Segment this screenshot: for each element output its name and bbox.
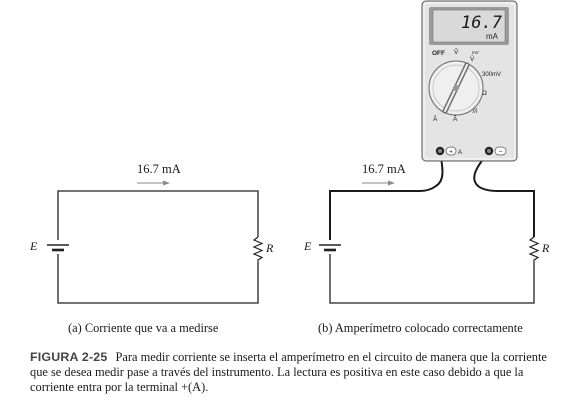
figure-caption-text: Para medir corriente se inserta el amper… [30, 350, 547, 395]
dial-amps-ac-label: Ã [453, 114, 458, 123]
meter-lead-negative [473, 150, 535, 237]
dial-millivolt-label: mV [472, 50, 479, 55]
terminal-plus-label: + [449, 149, 453, 156]
resistor-symbol [528, 236, 540, 263]
dial-continuity-label: ))) [472, 108, 478, 114]
meter-lead-positive [329, 150, 444, 240]
circuit-a-current: 16.7 mA [137, 162, 181, 176]
circuit-a-wire-bottom [57, 254, 259, 304]
meter-display: 16.7 mA [429, 7, 509, 45]
circuit-b-caption: (b) Amperímetro colocado correctamente [318, 321, 523, 335]
terminal-positive[interactable]: + A [435, 146, 462, 156]
circuit-a-caption: (a) Corriente que va a medirse [68, 321, 219, 335]
current-arrow-icon [137, 180, 170, 186]
multimeter: 16.7 mA OFF Ṽ V̄ mV 300mV Ω ))) Ā Ã + A [421, 0, 518, 162]
circuit-a: 16.7 mA E R (a) Corriente que va a medir… [29, 162, 274, 335]
dial-volts-ac-label: Ṽ [454, 47, 459, 56]
terminal-negative[interactable]: − [484, 146, 507, 156]
dial-300mv-label: 300mV [482, 72, 501, 78]
terminal-a-label: A [458, 150, 462, 156]
circuit-a-source-label: E [29, 239, 38, 253]
circuit-a-wire [57, 190, 259, 240]
battery-symbol [319, 244, 341, 252]
current-arrow-icon [362, 180, 395, 186]
dial-ohm-label: Ω [482, 90, 487, 97]
battery-symbol [47, 244, 69, 252]
circuit-b-resistor-label: R [541, 241, 550, 255]
circuit-a-resistor-label: R [265, 241, 274, 255]
circuit-b-current: 16.7 mA [362, 162, 406, 176]
resistor-symbol [252, 236, 264, 263]
meter-reading: 16.7 [461, 13, 503, 33]
terminal-minus-label: − [498, 149, 502, 156]
circuit-b: 16.7 mA E R (b) Amperímetro colocado cor… [303, 150, 550, 335]
dial-amps-dc-label: Ā [433, 115, 438, 123]
circuit-figure: 16.7 mA E R (a) Corriente que va a medir… [29, 0, 550, 335]
circuit-b-source-label: E [303, 239, 312, 253]
figure-number: FIGURA 2-25 [30, 350, 108, 364]
rotary-dial[interactable] [428, 60, 484, 116]
circuit-b-wire-bottom [329, 254, 535, 304]
dial-volts-dc-label: V̄ [470, 55, 475, 63]
dial-off-label: OFF [432, 50, 445, 57]
meter-unit: mA [486, 32, 499, 41]
